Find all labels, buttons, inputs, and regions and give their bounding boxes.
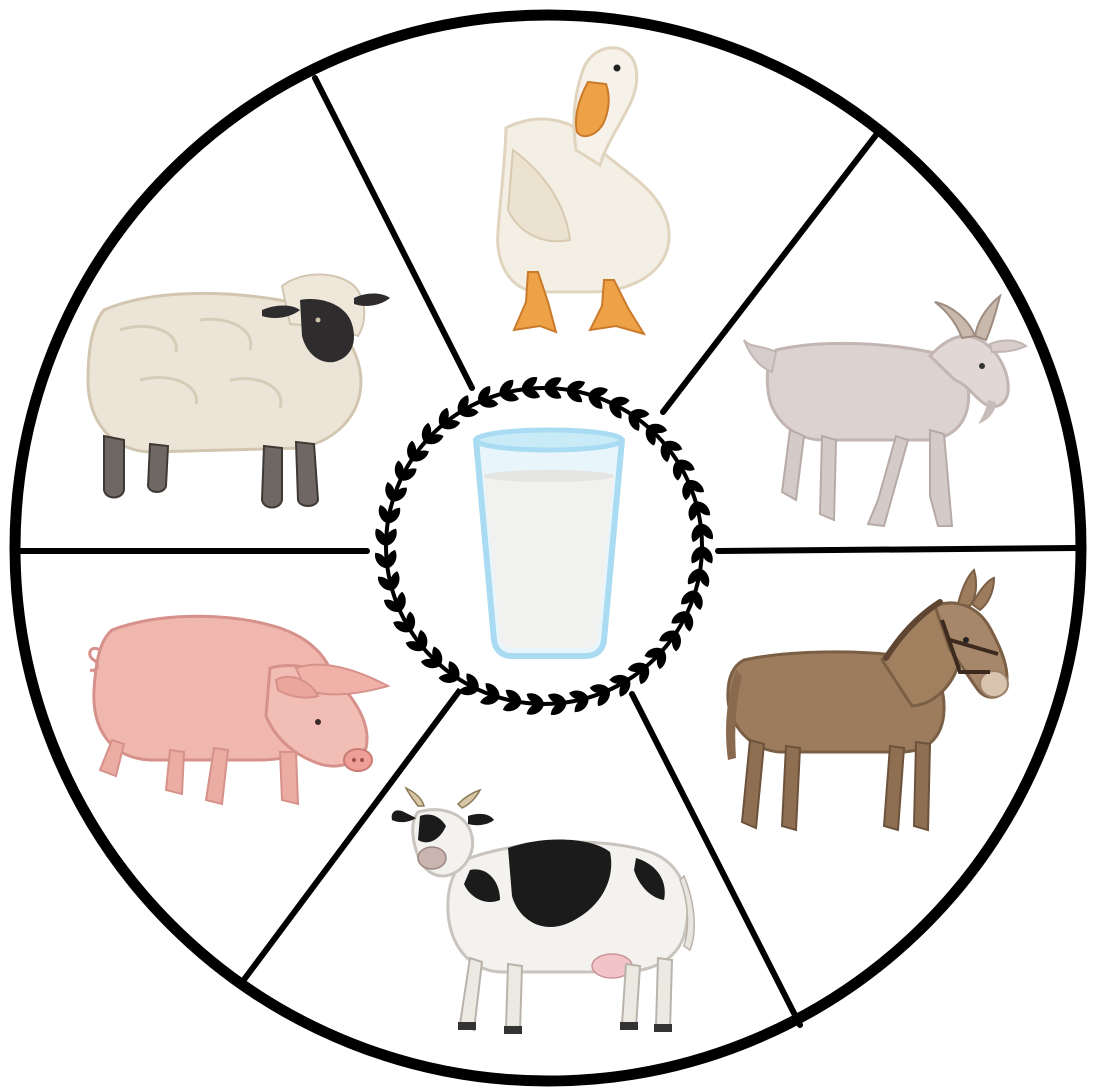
milk-glass-icon[interactable] — [476, 430, 622, 656]
divider-goat-donkey — [718, 548, 1076, 551]
